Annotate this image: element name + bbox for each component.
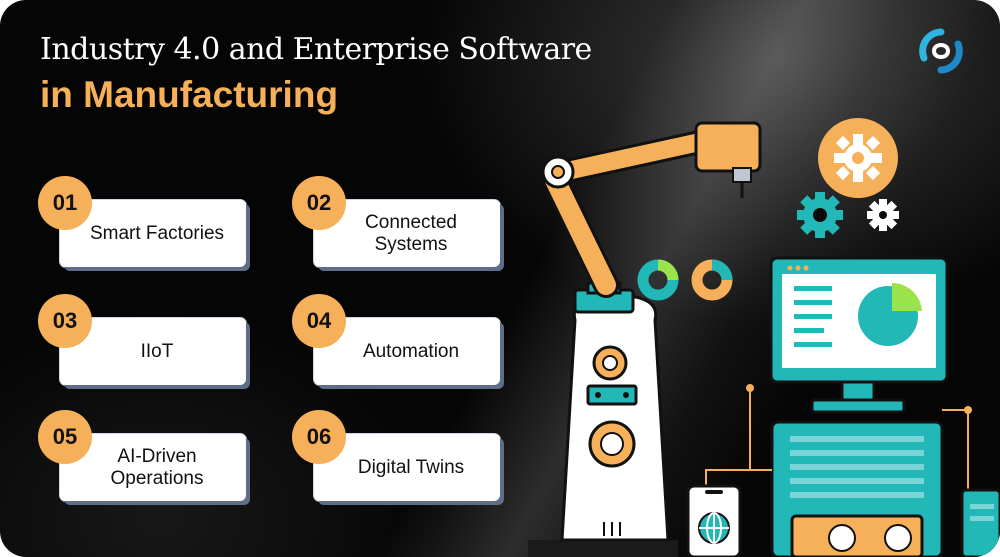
gear-icon bbox=[797, 118, 899, 238]
card-number-badge: 05 bbox=[38, 410, 92, 464]
brand-logo-icon bbox=[919, 28, 963, 74]
card-label: IIoT bbox=[140, 340, 174, 362]
card-label: Smart Factories bbox=[89, 222, 225, 244]
card-number-badge: 01 bbox=[38, 176, 92, 230]
server-icon bbox=[705, 384, 1000, 557]
card-label: Digital Twins bbox=[357, 456, 465, 478]
card-label: AI-Driven Operations bbox=[110, 445, 204, 489]
card-number-badge: 06 bbox=[292, 410, 346, 464]
card-box: IIoT bbox=[60, 318, 246, 385]
card-label: Automation bbox=[362, 340, 460, 362]
card-box: AI-Driven Operations bbox=[60, 434, 246, 501]
card-number-badge: 02 bbox=[292, 176, 346, 230]
card-number-badge: 04 bbox=[292, 294, 346, 348]
donut-chart-icon bbox=[637, 259, 733, 301]
globe-icon bbox=[698, 512, 730, 544]
page-subtitle: in Manufacturing bbox=[40, 74, 339, 115]
card-label: Connected Systems bbox=[365, 211, 457, 255]
monitor-dashboard-icon bbox=[769, 256, 949, 414]
card-box: Connected Systems bbox=[314, 200, 500, 267]
card-box: Smart Factories bbox=[60, 200, 246, 267]
robotic-arm-icon bbox=[528, 121, 762, 557]
card-number-badge: 03 bbox=[38, 294, 92, 348]
card-box: Automation bbox=[314, 318, 500, 385]
page-title: Industry 4.0 and Enterprise Software bbox=[40, 32, 592, 67]
card-box: Digital Twins bbox=[314, 434, 500, 501]
